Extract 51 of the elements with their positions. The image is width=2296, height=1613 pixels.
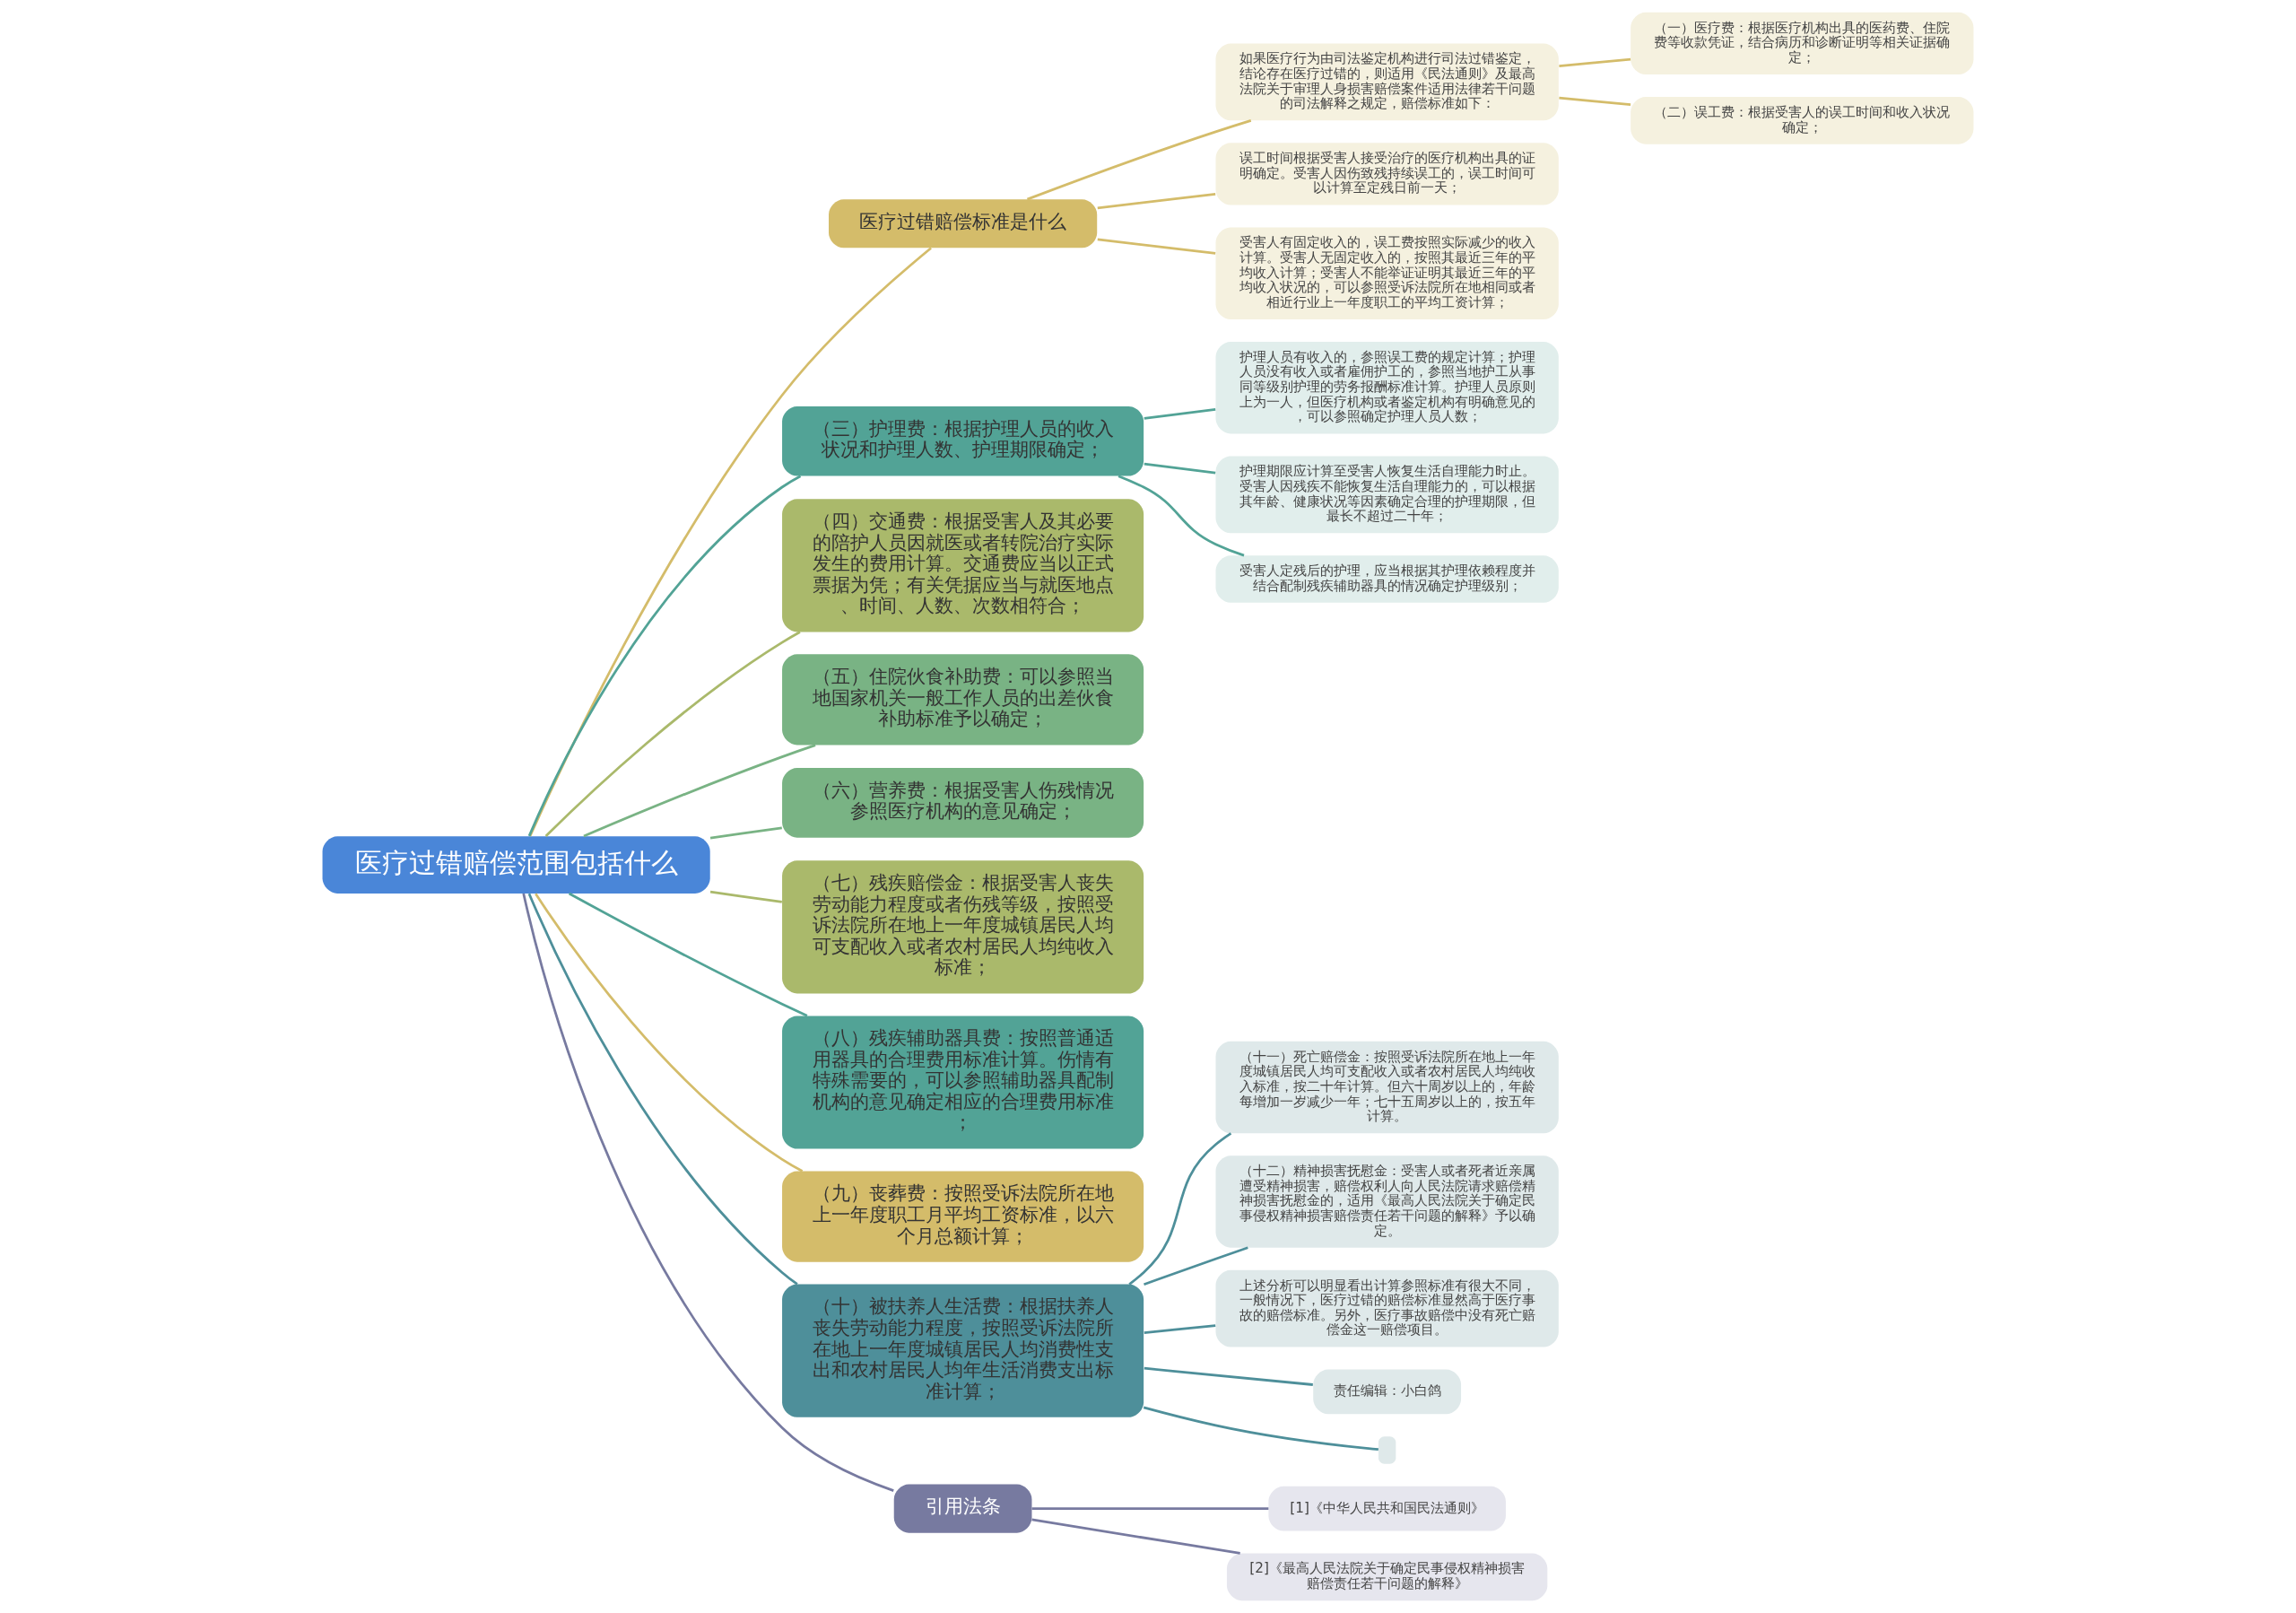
node-box: （十）被扶养人生活费：根据扶养人丧失劳动能力程度，按照受诉法院所在地上一年度城镇居民人均消费性支出和农村居民人均年生活消费支出标准计算； [782, 1284, 1144, 1417]
connector [1143, 1406, 1378, 1452]
node-box: （五）住院伙食补助费：可以参照当地国家机关一般工作人员的出差伙食补助标准予以确定； [782, 654, 1144, 745]
connector [544, 631, 801, 838]
connector [535, 893, 804, 1173]
node-box: 引用法条 [893, 1484, 1032, 1533]
connector [1559, 57, 1631, 68]
node-box: [2]《最高人民法院关于确定民事侵权精神损害赔偿责任若干问题的解释》 [1226, 1553, 1548, 1601]
connector [522, 893, 894, 1492]
node-box: 如果医疗行为由司法鉴定机构进行司法过错鉴定，结论存在医疗过错的，则适用《民法通则》及最高法院关于审理人身损害赔偿案件适用法律若干问题的司法解释之规定，赔偿标准如下： [1215, 43, 1559, 121]
node-box: 误工时间根据受害人接受治疗的医疗机构出具的证明确定。受害人因伤致残持续误工的，误工时间可以计算至定残日前一天； [1215, 143, 1559, 205]
connector [527, 893, 798, 1286]
connector [527, 475, 802, 837]
node-box: 受害人定残后的护理，应当根据其护理依赖程度并结合配制残疾辅助器具的情况确定护理级别； [1215, 555, 1559, 603]
connector [1144, 1366, 1313, 1386]
node-box: （一）医疗费：根据医疗机构出具的医药费、住院费等收款凭证，结合病历和诊断证明等相关证据确定； [1631, 12, 1974, 75]
connector [583, 744, 816, 838]
node-box: （八）残疾辅助器具费：按照普通适用器具的合理费用标准计算。伤情有特殊需要的，可以参照辅助器具配制机构的意见确定相应的合理费用标准； [782, 1016, 1144, 1149]
node-box: 上述分析可以明显看出计算参照标准有很大不同，一般情况下，医疗过错的赔偿标准显然高于医疗事故的赔偿标准。另外，医疗事故赔偿中没有死亡赔偿金这一赔偿项目。 [1215, 1269, 1559, 1347]
connector [1144, 407, 1216, 420]
connector [1097, 238, 1216, 255]
connector [1144, 1324, 1216, 1334]
node-box: （七）残疾赔偿金：根据受害人丧失劳动能力程度或者伤残等级，按照受诉法院所在地上一年度城镇居民人均可支配收入或者农村居民人均纯收入标准； [782, 860, 1144, 994]
node-box: 护理人员有收入的，参照误工费的规定计算；护理人员没有收入或者雇佣护工的，参照当地护工从事同等级别护理的劳务报酬标准计算。护理人员原则上为一人，但医疗机构或者鉴定机构有明确意见的，可以参照确定护理人员人数； [1215, 341, 1559, 434]
connector [1031, 1507, 1269, 1510]
node-box: （二）误工费：根据受害人的误工时间和收入状况确定； [1631, 97, 1974, 144]
connector [1144, 462, 1216, 475]
connector [568, 892, 808, 1017]
connector [709, 826, 782, 840]
node-box: （三）护理费：根据护理人员的收入状况和护理人数、护理期限确定； [782, 405, 1144, 476]
connector [1097, 192, 1216, 210]
node-box: （九）丧葬费：按照受诉法院所在地上一年度职工月平均工资标准，以六个月总额计算； [782, 1171, 1144, 1262]
node-box: （四）交通费：根据受害人及其必要的陪护人员因就医或者转院治疗实际发生的费用计算。交通费应当以正式票据为凭；有关凭据应当与就医地点、时间、人数、次数相符合； [782, 499, 1144, 632]
connector [1144, 1246, 1248, 1286]
connector [1031, 1518, 1240, 1555]
node-box: 医疗过错赔偿范围包括什么 [322, 836, 710, 894]
connector [709, 890, 782, 903]
connector [1128, 1132, 1232, 1286]
node-box: [1]《中华人民共和国民法通则》 [1268, 1486, 1506, 1531]
connector [1118, 475, 1245, 557]
node-box: （六）营养费：根据受害人伤残情况参照医疗机构的意见确定； [782, 768, 1144, 838]
connector [1559, 96, 1631, 106]
connector [1026, 119, 1252, 201]
connector [528, 247, 932, 837]
node-box: 护理期限应计算至受害人恢复生活自理能力时止。受害人因残疾不能恢复生活自理能力的，可以根据其年龄、健康状况等因素确定合理的护理期限，但最长不超过二十年； [1215, 456, 1559, 534]
node-box: （十一）死亡赔偿金：按照受诉法院所在地上一年度城镇居民人均可支配收入或者农村居民人均纯收入标准，按二十年计算。但六十周岁以上的，年龄每增加一岁减少一年；七十五周岁以上的，按五年计算。 [1215, 1041, 1559, 1134]
node-box: 责任编辑：小白鸽 [1313, 1369, 1462, 1415]
node-box: 医疗过错赔偿标准是什么 [829, 199, 1098, 248]
node-box: （十二）精神损害抚慰金：受害人或者死者近亲属遭受精神损害，赔偿权利人向人民法院请求赔偿精神损害抚慰金的，适用《最高人民法院关于确定民事侵权精神损害赔偿责任若干问题的解释》予以确定。 [1215, 1155, 1559, 1248]
node-box [1378, 1436, 1396, 1464]
node-box: 受害人有固定收入的，误工费按照实际减少的收入计算。受害人无固定收入的，按照其最近三年的平均收入计算；受害人不能举证证明其最近三年的平均收入状况的，可以参照受诉法院所在地相同或者相近行业上一年度职工的平均工资计算； [1215, 227, 1559, 319]
